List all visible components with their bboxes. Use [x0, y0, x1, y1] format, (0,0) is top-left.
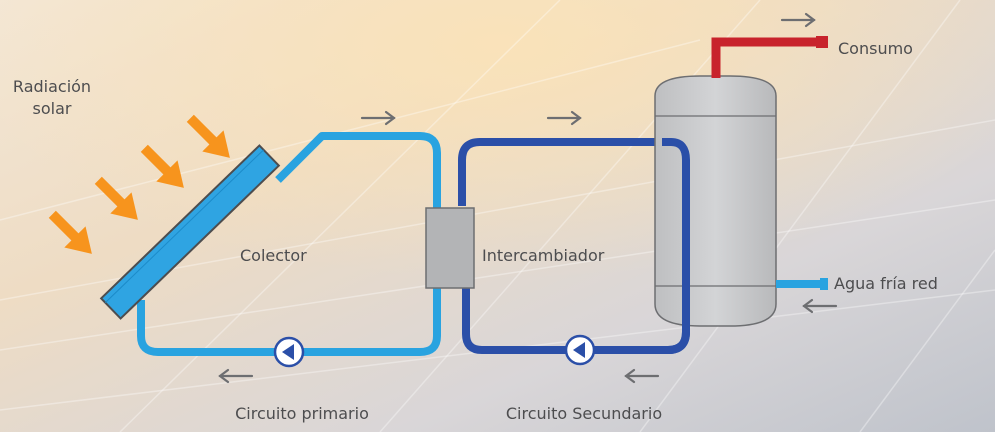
collector-label: Colector [240, 246, 307, 265]
storage-tank [654, 75, 777, 327]
radiation-label-line1: Radiación [13, 77, 91, 96]
cold-water-label: Agua fría red [834, 274, 938, 293]
hot-water-pipe [711, 37, 820, 78]
flow-arrow-icon [546, 110, 582, 126]
pump-icon [564, 334, 596, 366]
pump-icon [273, 336, 305, 368]
flow-arrow-icon [780, 12, 816, 28]
flow-arrows [218, 12, 838, 384]
flow-arrow-icon [624, 368, 660, 384]
flow-arrow-icon [360, 110, 396, 126]
primary-circuit-label: Circuito primario [235, 404, 369, 423]
solar-collector [99, 144, 281, 320]
heat-exchanger [425, 207, 475, 289]
exchanger-label: Intercambiador [482, 246, 605, 265]
sun-ray-arrow-icon [140, 144, 184, 188]
sun-ray-arrow-icon [94, 176, 138, 220]
radiation-label-line2: solar [33, 99, 72, 118]
primary-circuit-pipe [275, 132, 441, 210]
sun-ray-arrows [48, 114, 230, 254]
secondary-circuit-coil [650, 138, 690, 354]
sun-ray-arrow-icon [186, 114, 230, 158]
sun-ray-arrow-icon [48, 210, 92, 254]
consumption-label: Consumo [838, 39, 913, 58]
flow-arrow-icon [802, 298, 838, 314]
flow-arrow-icon [218, 368, 254, 384]
secondary-circuit-label: Circuito Secundario [506, 404, 662, 423]
